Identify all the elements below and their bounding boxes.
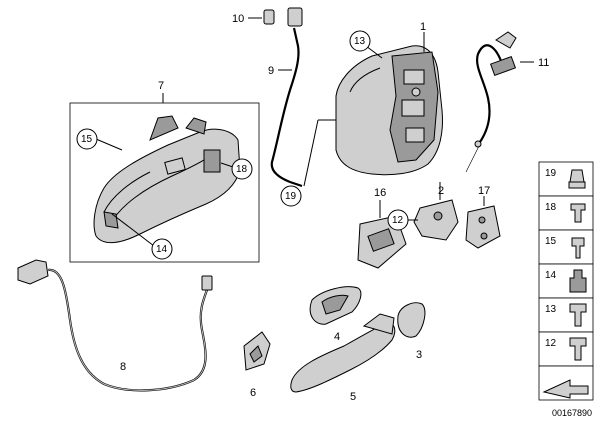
callout-text-12: 12 [392, 215, 404, 226]
part-label-16: 16 [374, 187, 386, 199]
callout-13 [349, 30, 371, 52]
fastener-label-13: 13 [545, 304, 557, 315]
bowden-cable-group: 11 [465, 31, 549, 173]
dash-19 [303, 119, 319, 187]
callout-18 [231, 158, 253, 180]
fastener-label-12: 12 [545, 338, 557, 349]
cable-8 [47, 268, 212, 392]
lock-fittings-group: 16 2 12 17 [357, 182, 501, 269]
callout-14 [151, 238, 173, 260]
part-label-3: 3 [416, 349, 422, 361]
fastener-panel: 19 18 15 14 13 12 [538, 161, 594, 401]
leader-15 [95, 138, 123, 151]
plug-a [263, 9, 275, 25]
callout-12 [387, 209, 409, 231]
part-label-17: 17 [478, 185, 490, 197]
callout-text-15: 15 [81, 134, 93, 145]
cap-3[interactable] [397, 302, 426, 338]
leader-13 [365, 45, 383, 59]
orientation-arrow-icon [542, 379, 589, 399]
bowden-cable [476, 44, 506, 143]
part-label-4: 4 [334, 331, 340, 343]
callout-text-18: 18 [236, 164, 248, 175]
cable-8-end [201, 275, 213, 291]
plate-17[interactable] [465, 205, 501, 249]
outside-handle-group: 6 4 5 3 [243, 286, 426, 403]
handle-5[interactable] [290, 322, 396, 393]
part-label-9: 9 [268, 65, 274, 77]
fastener-cell-15 [538, 229, 594, 265]
fastener-label-19: 19 [545, 168, 557, 179]
leader-14 [111, 213, 155, 247]
fastener-label-14: 14 [545, 270, 557, 281]
fastener-label-18: 18 [545, 202, 557, 213]
callout-text-13: 13 [354, 36, 366, 47]
door-lock-group: 1 13 [335, 21, 443, 176]
callout-text-19: 19 [285, 191, 297, 202]
fastener-cell-18 [538, 195, 594, 231]
part-label-1: 1 [420, 21, 426, 33]
carrier-frame-box [69, 102, 260, 263]
plug-b [287, 7, 303, 27]
part-label-6: 6 [250, 387, 256, 399]
part-label-2: 2 [438, 185, 444, 197]
part-label-7: 7 [158, 80, 164, 92]
part-label-5: 5 [350, 391, 356, 403]
cable-end-connector [17, 259, 49, 285]
wire-9 [270, 27, 303, 188]
leader-18 [220, 162, 234, 168]
part-label-8: 8 [120, 361, 126, 373]
part-label-10: 10 [232, 13, 244, 25]
handle-carrier-group: 7 15 18 14 [69, 80, 260, 263]
part-label-11: 11 [538, 57, 549, 69]
callout-19 [280, 185, 302, 207]
actuator-cable-group: 8 [17, 259, 213, 392]
diagram-id: 00167890 [552, 408, 592, 418]
fastener-label-15: 15 [545, 236, 557, 247]
wiring-harness-group: 10 9 19 [232, 7, 336, 207]
callout-text-14: 14 [156, 244, 168, 255]
callout-15 [76, 128, 98, 150]
